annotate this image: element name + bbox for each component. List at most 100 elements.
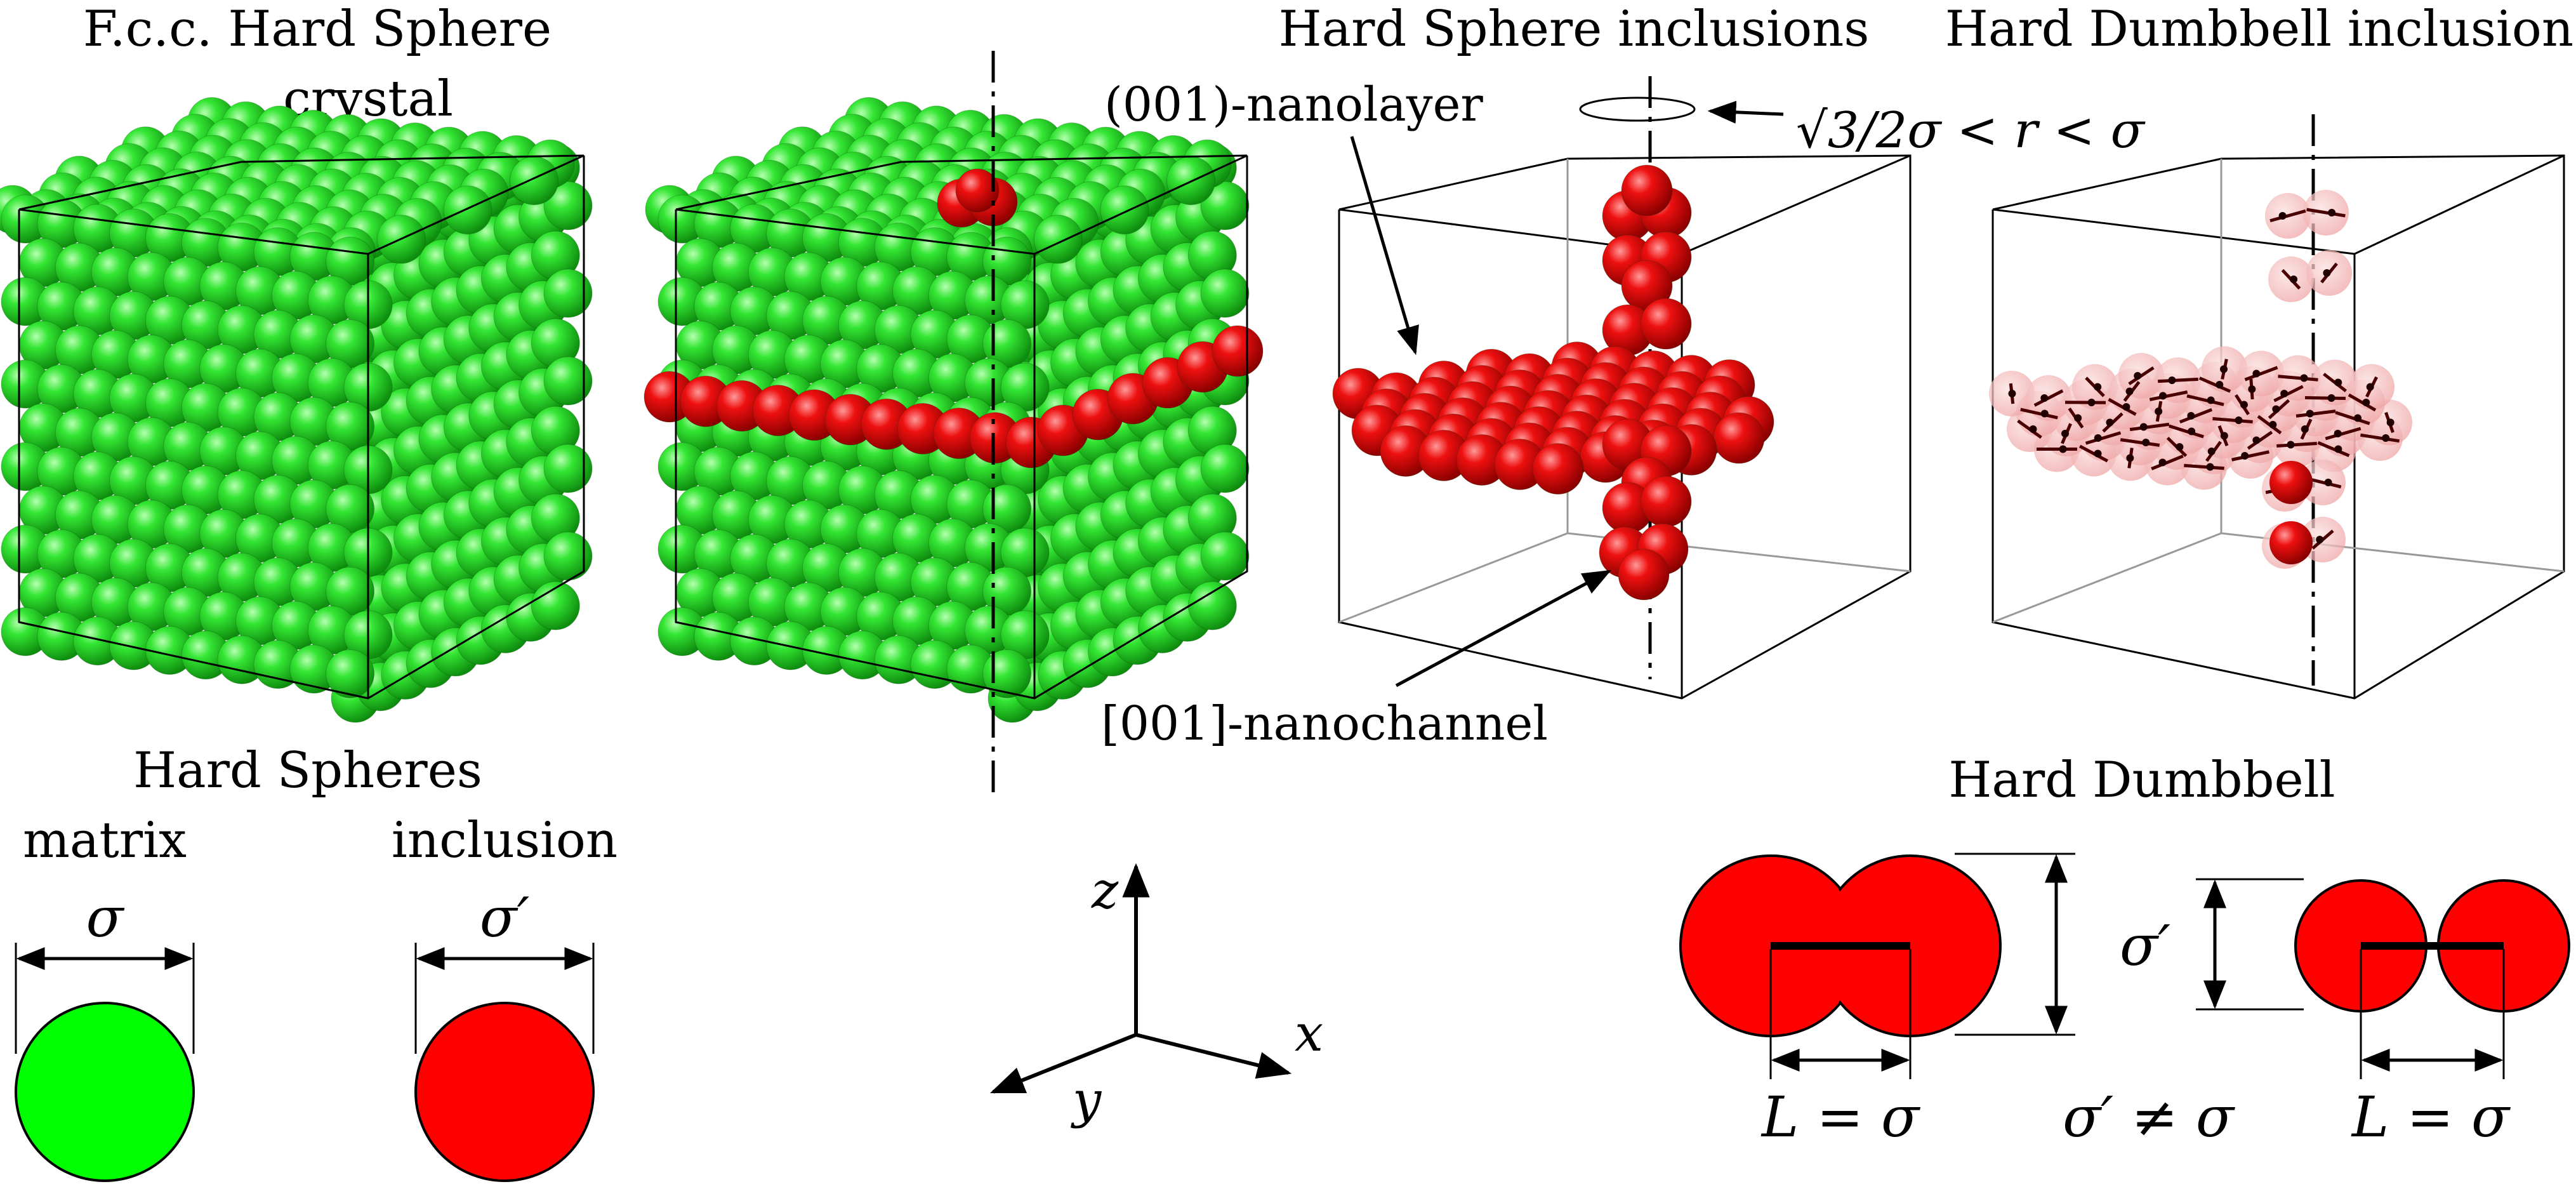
matrix-sphere	[544, 357, 592, 405]
dumbbell-center	[2328, 209, 2335, 216]
left-length-label: L = σ	[1760, 1084, 1921, 1150]
inclusion-sphere-icon	[416, 1003, 593, 1181]
inclusion-sphere	[1641, 476, 1691, 527]
fcc-crystal-panel	[0, 98, 592, 722]
matrix-sphere	[544, 532, 592, 580]
axis-y-label: y	[1071, 1070, 1102, 1129]
dumbbell-center	[2207, 463, 2214, 471]
dumbbell-center	[2061, 430, 2069, 437]
dumbbell-center	[2362, 399, 2370, 406]
matrix-sphere	[444, 186, 492, 234]
matrix-sphere	[983, 649, 1031, 698]
dumbbell-center	[2220, 366, 2228, 373]
inclusion-sphere	[2269, 461, 2313, 504]
dumbbell-center	[2240, 401, 2248, 409]
matrix-sphere	[1034, 215, 1082, 263]
hs-inclusion-spheres	[1333, 165, 1774, 600]
matrix-sphere	[1201, 532, 1249, 580]
dumbbell-center	[2279, 212, 2287, 220]
inclusion-sphere	[1618, 549, 1669, 600]
hard-spheres-legend: Hard Spheres matrix inclusion σ σ′	[16, 742, 618, 1181]
dumbbell-center	[2387, 419, 2394, 427]
hard-dumbbell-title: Hard Dumbbell	[1948, 752, 2335, 809]
sigma-prime-neq-sigma-label: σ′ ≠ σ	[2063, 1084, 2236, 1150]
dumbbell-center	[2122, 403, 2130, 411]
dumbbell-center	[2354, 415, 2361, 422]
dumbbell-center	[2030, 425, 2037, 433]
matrix-sphere	[1100, 186, 1149, 234]
inclusion-sphere	[2269, 521, 2313, 564]
axis-x-label: x	[1295, 1004, 1323, 1063]
dumbbell-bond	[2158, 379, 2198, 381]
dumbbell-center	[2188, 428, 2195, 435]
hard-dumbbell-legend: Hard Dumbbell L = σ σ′ σ′ ≠ σ	[1681, 752, 2569, 1150]
crystal-with-inclusions-panel	[644, 51, 1263, 800]
dumbbell-center	[2328, 394, 2335, 402]
dumbbell-center	[2155, 408, 2162, 415]
dumbbell-center	[2142, 439, 2150, 446]
matrix-sphere	[1201, 444, 1249, 493]
dumbbell-center	[2323, 269, 2330, 277]
dumbbell-center	[2187, 412, 2195, 420]
dumbbell-center	[2316, 536, 2323, 543]
matrix-sigma-label: σ	[86, 886, 125, 950]
dumbbell-center	[2269, 421, 2276, 429]
dumbbell-center	[2241, 452, 2249, 460]
dumbbell-center	[2334, 379, 2342, 387]
inclusion-sphere	[1714, 413, 1764, 463]
dumbbell-center	[2208, 448, 2216, 455]
dumbbell-center	[2059, 446, 2067, 453]
matrix-sphere	[1188, 581, 1236, 630]
inclusion-sphere	[1622, 165, 1672, 216]
matrix-sphere	[544, 269, 592, 317]
dumbbell-center	[2041, 410, 2049, 418]
hs-inclusions-title: Hard Sphere inclusions	[1279, 1, 1870, 58]
right-length-label: L = σ	[2351, 1084, 2511, 1150]
dumbbell-center	[2074, 415, 2082, 422]
dumbbell-center	[2325, 479, 2332, 486]
dumbbell-center	[2382, 434, 2389, 442]
dumbbell-center	[2207, 397, 2215, 404]
dumbbell-center	[2221, 432, 2228, 440]
radius-ring-arrow	[1710, 111, 1783, 114]
fcc-title-line1: F.c.c. Hard Sphere	[83, 1, 552, 58]
dumbbell-center	[2367, 383, 2374, 391]
dumbbell-center	[2272, 406, 2280, 413]
dumbbell-center	[2094, 450, 2102, 458]
hd-inclusions-title: Hard Dumbbell inclusions	[1945, 1, 2576, 58]
touching-dumbbell-icon	[2295, 880, 2569, 1079]
hd-inclusions-panel	[1989, 114, 2564, 698]
fcc-crystal-spheres	[0, 98, 592, 722]
dumbbell-center	[2009, 390, 2016, 397]
inclusion-sphere	[1641, 298, 1691, 349]
dumbbell-center	[2126, 388, 2134, 395]
nanolayer-arrow	[1352, 136, 1415, 352]
nanochannel-label: [001]-nanochannel	[1101, 696, 1548, 751]
dumbbell-center	[2287, 441, 2294, 449]
dumbbell-center	[2216, 381, 2223, 389]
nanolayer-label: (001)-nanolayer	[1104, 77, 1483, 132]
dumbbell-center	[2168, 376, 2176, 384]
inclusion-sphere	[1212, 326, 1263, 376]
hs-inclusions-panel: √3/2σ < r < σ (001)-nanolayer [001]-nano…	[1101, 76, 2146, 751]
dumbbell-center	[2300, 375, 2308, 382]
dumbbell-center	[2106, 419, 2113, 427]
matrix-sphere	[544, 444, 592, 493]
inclusion-sphere	[1533, 444, 1583, 495]
dumbbell-center	[2334, 430, 2342, 437]
dumbbell-center	[2334, 446, 2342, 453]
dumbbell-center	[2306, 410, 2314, 418]
dumbbell-center	[2134, 372, 2141, 380]
dumbbell-center	[2094, 383, 2101, 391]
dumbbell-center	[2280, 390, 2288, 397]
hard-spheres-title: Hard Spheres	[133, 742, 482, 799]
radius-ring	[1580, 98, 1694, 121]
inclusion-label: inclusion	[392, 812, 618, 869]
dumbbell-center	[2252, 370, 2260, 378]
inclusion-sigma-prime-label: σ′	[480, 886, 529, 950]
coordinate-axes	[993, 867, 1288, 1092]
matrix-label: matrix	[23, 812, 187, 869]
dumbbell-center	[2126, 455, 2134, 462]
dumbbell-center	[2159, 392, 2167, 400]
